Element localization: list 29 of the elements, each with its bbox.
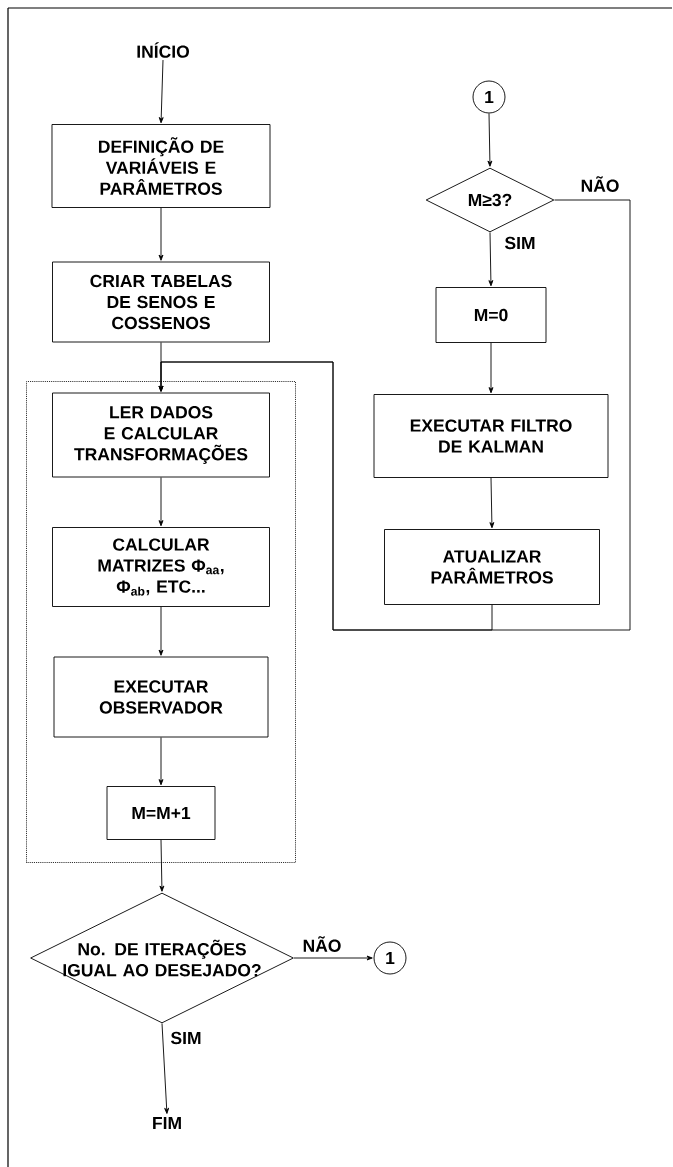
terminal-label: FIM [153, 1117, 181, 1130]
arrow [158, 477, 164, 527]
process-box: ATUALIZAR PARÂMETROS [384, 529, 600, 605]
dotted-group-box [26, 381, 296, 863]
process-box: CALCULAR MATRIZES Φ$_{aa}$, Φ$_{ab}$, ETC... [52, 527, 270, 607]
process-box: M=0 [435, 287, 547, 343]
process-box: LER DADOS E CALCULAR TRANSFORMAÇÕES [52, 392, 270, 478]
edge-label: NÃO [579, 175, 621, 193]
arrow [158, 59, 164, 124]
edge-label: NÃO [301, 935, 343, 953]
edge-label: SIM [169, 1030, 203, 1046]
arrow [293, 955, 373, 961]
arrow [159, 839, 165, 892]
arrow [488, 342, 494, 394]
process-box: EXECUTAR FILTRO DE KALMAN [373, 394, 609, 478]
process-box: EXECUTAR OBSERVADOR [53, 656, 269, 738]
arrow [161, 1023, 170, 1114]
arrow [158, 199, 631, 631]
arrow [158, 207, 164, 261]
arrow [488, 232, 494, 287]
arrow [487, 113, 493, 167]
arrow [158, 737, 164, 786]
arrow [158, 606, 164, 656]
arrow [489, 477, 495, 529]
terminal-label: INÍCIO [137, 42, 189, 58]
process-box: CRIAR TABELAS DE SENOS E COSSENOS [52, 261, 270, 343]
edge-label: SIM [503, 235, 537, 251]
process-box: M=M+1 [106, 786, 216, 840]
process-box: DEFINIÇÃO DE VARIÁVEIS E PARÂMETROS [51, 124, 271, 208]
